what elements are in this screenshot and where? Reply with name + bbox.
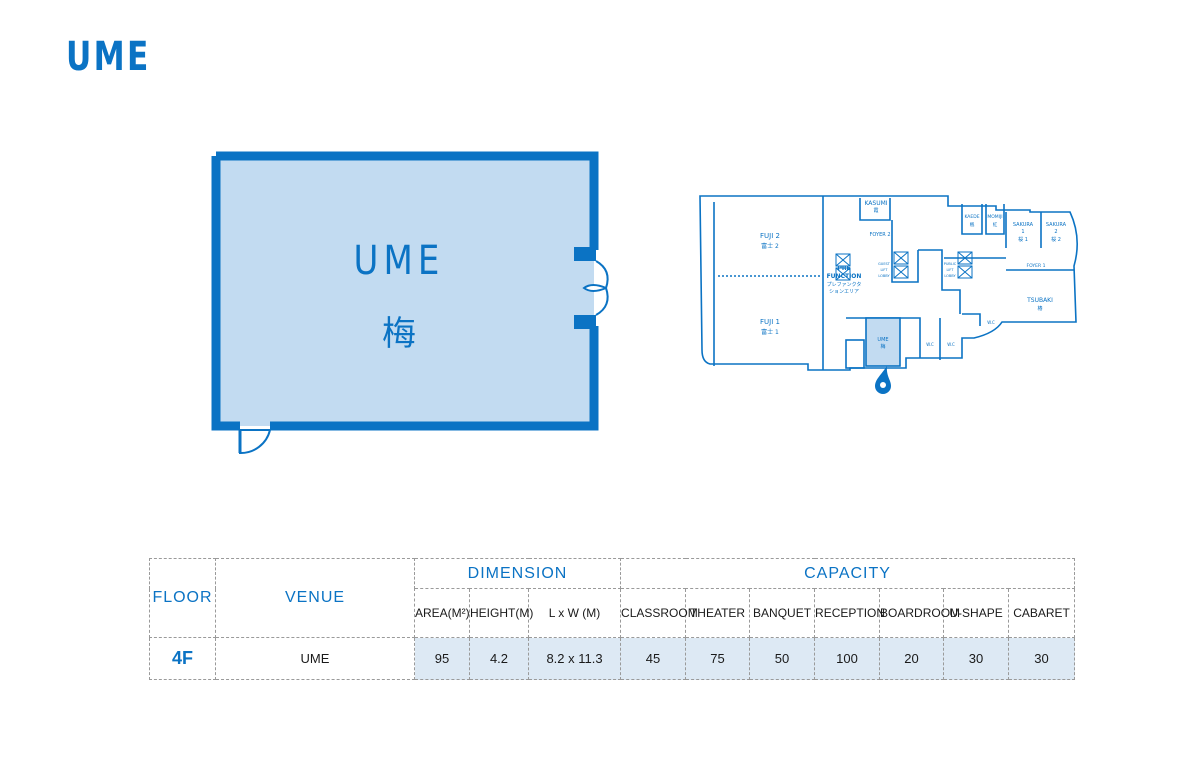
svg-text:梅: 梅 xyxy=(880,343,885,350)
svg-text:PUBLIC: PUBLIC xyxy=(944,262,957,266)
height-value: 4.2 xyxy=(469,637,529,680)
map-label-ume: UME xyxy=(877,337,888,343)
theater-header: THEATER xyxy=(685,588,751,638)
double-door-icon xyxy=(582,260,609,316)
building-outline xyxy=(699,195,1078,371)
classroom-value: 45 xyxy=(620,637,687,680)
venue-value: UME xyxy=(215,637,415,680)
area-value: 95 xyxy=(414,637,470,680)
svg-text:ションエリア: ションエリア xyxy=(829,289,859,295)
svg-text:桜 2: 桜 2 xyxy=(1051,236,1061,243)
svg-text:GUEST: GUEST xyxy=(878,262,891,266)
map-label-fuji1: FUJI 1 xyxy=(760,318,780,326)
svg-text:楓: 楓 xyxy=(970,221,975,228)
room-floor-plan xyxy=(211,151,609,455)
floor-header: FLOOR xyxy=(149,558,216,638)
area-header: AREA(M²) xyxy=(414,588,470,638)
map-label-kaede: KAEDE xyxy=(964,214,979,220)
classroom-header: CLASSROOM xyxy=(620,588,698,638)
venue-header: VENUE xyxy=(215,558,415,638)
reception-value: 100 xyxy=(814,637,881,680)
door-jamb-bottom xyxy=(574,315,596,329)
svg-text:W.C: W.C xyxy=(987,320,995,325)
location-pin-icon xyxy=(875,366,891,394)
size-header: L x W (M) xyxy=(527,588,622,638)
map-label-tsubaki: TSUBAKI xyxy=(1026,297,1053,304)
map-label-fuji2: FUJI 2 xyxy=(760,232,780,240)
map-label-momiji: MOMIJI xyxy=(987,214,1002,220)
map-label-sakura1: SAKURA xyxy=(1013,222,1034,228)
size-value: 8.2 x 11.3 xyxy=(527,637,622,680)
svg-text:椿: 椿 xyxy=(1037,305,1042,312)
map-label-sakura2: SAKURA xyxy=(1046,222,1067,228)
svg-text:富士 1: 富士 1 xyxy=(761,328,779,336)
svg-text:プレファンクタ: プレファンクタ xyxy=(827,281,862,288)
cabaret-header: CABARET xyxy=(1008,588,1076,638)
svg-text:1: 1 xyxy=(1021,229,1024,235)
dimension-header: DIMENSION xyxy=(413,558,622,589)
svg-text:富士 2: 富士 2 xyxy=(761,242,779,250)
room-name: UME xyxy=(353,238,445,284)
svg-text:霞: 霞 xyxy=(873,208,878,214)
svg-text:LIFT: LIFT xyxy=(946,268,954,272)
boardroom-value: 20 xyxy=(879,637,945,680)
ume-location-highlight xyxy=(865,317,901,367)
cabaret-value: 30 xyxy=(1008,637,1076,680)
floor-value: 4F xyxy=(149,637,216,680)
banquet-header: BANQUET xyxy=(749,588,816,638)
reception-header: RECEPTION xyxy=(814,588,885,638)
banquet-value: 50 xyxy=(749,637,816,680)
table-row: 4F UME 95 4.2 8.2 x 11.3 45 75 50 100 20… xyxy=(149,637,1076,680)
height-header: HEIGHT(M) xyxy=(469,588,533,638)
map-label-pre-function: FUNCTION xyxy=(827,273,862,280)
svg-text:LOBBY: LOBBY xyxy=(944,274,956,278)
svg-text:W.C: W.C xyxy=(926,342,934,347)
map-label-kasumi: KASUMI xyxy=(864,200,887,207)
svg-text:W.C: W.C xyxy=(947,342,955,347)
svg-text:2: 2 xyxy=(1054,229,1057,235)
u-shape-value: 30 xyxy=(943,637,1010,680)
capacity-header: CAPACITY xyxy=(620,558,1076,589)
theater-value: 75 xyxy=(685,637,751,680)
svg-text:紅: 紅 xyxy=(993,221,998,228)
u-shape-header: U-SHAPE xyxy=(943,588,1010,638)
room-name-japanese: 梅 xyxy=(382,314,416,354)
door-swing-icon xyxy=(239,429,272,455)
room-fill xyxy=(216,156,594,426)
svg-text:LIFT: LIFT xyxy=(880,268,888,272)
map-label-foyer2: FOYER 2 xyxy=(870,232,891,238)
venue-spec-table: FLOOR VENUE DIMENSION CAPACITY AREA(M²) … xyxy=(149,558,1076,680)
boardroom-header: BOARDROOM xyxy=(879,588,960,638)
svg-text:PRE: PRE xyxy=(837,265,850,272)
door-jamb-top xyxy=(574,247,596,261)
floor-location-map: FUJI 2 富士 2 FUJI 1 富士 1 KASUMI 霞 FOYER 2… xyxy=(699,195,1078,394)
page-title: UME xyxy=(66,34,151,80)
svg-text:LOBBY: LOBBY xyxy=(878,274,890,278)
room-walls xyxy=(211,151,599,431)
map-label-foyer1: FOYER 1 xyxy=(1027,263,1046,269)
svg-text:桜 1: 桜 1 xyxy=(1018,236,1028,243)
